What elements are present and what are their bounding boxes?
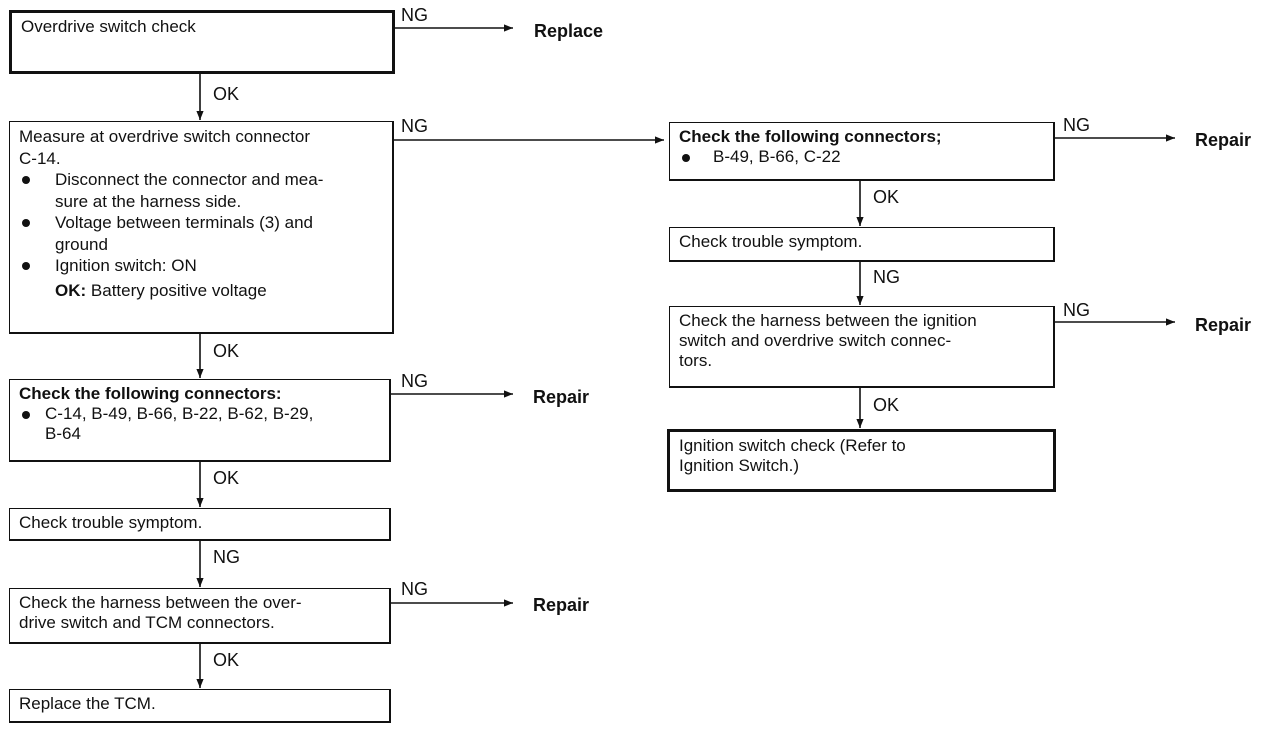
bullet-item: C-14, B-49, B-66, B-22, B-62, B-29, B-64	[19, 404, 382, 444]
step-text: Replace the TCM.	[19, 694, 156, 713]
ok-label: OK	[873, 187, 900, 207]
bullet-text: B-49, B-66, C-22	[713, 147, 841, 166]
ng-label: NG	[1063, 115, 1090, 135]
bullet-text: C-14, B-49, B-66, B-22, B-62, B-29,	[45, 404, 314, 423]
step-text-line: drive switch and TCM connectors.	[19, 613, 275, 632]
step-title: Check the following connectors;	[679, 127, 942, 146]
bullet-text: Disconnect the connector and mea-	[55, 170, 324, 189]
bullet-text: B-64	[45, 424, 81, 443]
step-text-line: Check the harness between the over-	[19, 593, 302, 612]
step-title: Check the following connectors:	[19, 384, 282, 403]
step-check-trouble-symptom-left: Check trouble symptom.	[9, 508, 391, 541]
step-replace-tcm: Replace the TCM.	[9, 689, 391, 723]
step-check-trouble-symptom-right: Check trouble symptom.	[669, 227, 1055, 262]
step-check-harness-tcm: Check the harness between the over- driv…	[9, 588, 391, 644]
ok-criteria: OK: Battery positive voltage	[19, 280, 385, 302]
step-text-line: switch and overdrive switch connec-	[679, 331, 952, 350]
bullet-item: B-49, B-66, C-22	[679, 147, 1046, 167]
bullet-text: Ignition switch: ON	[55, 256, 197, 275]
ok-label: OK	[213, 650, 240, 670]
bullet-item: Disconnect the connector and mea- sure a…	[19, 169, 385, 212]
ng-label: NG	[873, 267, 900, 287]
bullet-text: sure at the harness side.	[55, 191, 242, 211]
bullet-item: Ignition switch: ON	[19, 255, 385, 277]
step-text-line: C-14.	[19, 148, 61, 168]
step-text-line: Measure at overdrive switch connector	[19, 127, 311, 146]
step-overdrive-switch-check: Overdrive switch check	[9, 10, 395, 74]
step-text-line: Ignition switch check (Refer to	[679, 436, 906, 455]
step-check-harness-ignition: Check the harness between the ignition s…	[669, 306, 1055, 388]
ok-label: OK	[873, 395, 900, 415]
ok-criteria-label: OK:	[55, 280, 87, 300]
step-text: Check trouble symptom.	[19, 513, 203, 532]
ng-label: NG	[213, 547, 240, 567]
ng-label: NG	[401, 5, 428, 25]
bullet-text: Voltage between terminals (3) and	[55, 213, 313, 232]
step-ignition-switch-check: Ignition switch check (Refer to Ignition…	[667, 429, 1056, 492]
step-text: Overdrive switch check	[21, 17, 196, 36]
bullet-text: ground	[55, 234, 108, 254]
ng-label: NG	[401, 116, 428, 136]
action-replace: Replace	[534, 21, 604, 41]
step-measure-connector: Measure at overdrive switch connector C-…	[9, 121, 394, 334]
step-text-line: tors.	[679, 351, 713, 370]
action-repair: Repair	[533, 387, 590, 407]
ok-label: OK	[213, 84, 240, 104]
action-repair: Repair	[1195, 130, 1252, 150]
action-repair: Repair	[1195, 315, 1252, 335]
step-text-line: Ignition Switch.)	[679, 456, 799, 475]
step-check-connectors-left: Check the following connectors: C-14, B-…	[9, 379, 391, 462]
ng-label: NG	[1063, 300, 1090, 320]
step-text-line: Check the harness between the ignition	[679, 311, 977, 330]
ok-label: OK	[213, 468, 240, 488]
action-repair: Repair	[533, 595, 590, 615]
step-check-connectors-right: Check the following connectors; B-49, B-…	[669, 122, 1055, 181]
step-text: Check trouble symptom.	[679, 232, 863, 251]
bullet-item: Voltage between terminals (3) and ground	[19, 212, 385, 255]
ng-label: NG	[401, 579, 428, 599]
ok-criteria-value: Battery positive voltage	[90, 280, 267, 300]
ok-label: OK	[213, 341, 240, 361]
ng-label: NG	[401, 371, 428, 391]
